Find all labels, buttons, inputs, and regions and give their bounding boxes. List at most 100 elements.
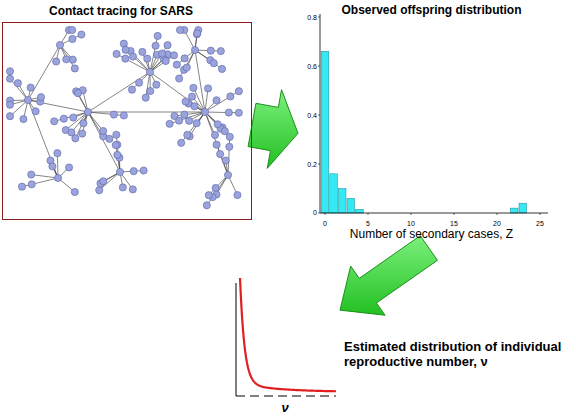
case-dot bbox=[222, 157, 229, 164]
case-dot bbox=[65, 164, 72, 171]
tick-label: 5 bbox=[366, 220, 370, 227]
case-dot bbox=[119, 184, 126, 191]
tick-label: 20 bbox=[493, 220, 501, 227]
case-dot bbox=[144, 55, 151, 62]
case-dot bbox=[146, 68, 153, 75]
case-dot bbox=[51, 118, 58, 125]
tick-label: 0.6 bbox=[307, 63, 317, 70]
case-dot bbox=[140, 167, 147, 174]
contact-link bbox=[99, 172, 120, 190]
block-arrow bbox=[340, 236, 437, 316]
case-dot bbox=[69, 35, 76, 42]
case-dot bbox=[204, 85, 211, 92]
case-dot bbox=[18, 183, 25, 190]
case-dot bbox=[71, 65, 78, 72]
contact-link bbox=[28, 100, 58, 178]
case-dot bbox=[69, 56, 76, 63]
case-dot bbox=[129, 186, 136, 193]
case-dot bbox=[178, 139, 185, 146]
case-dot bbox=[6, 68, 13, 75]
case-dot bbox=[207, 47, 214, 54]
case-dot bbox=[201, 108, 208, 115]
case-dot bbox=[193, 31, 200, 38]
panel-heading: Observed offspring distribution bbox=[298, 4, 565, 18]
case-dot bbox=[96, 187, 103, 194]
case-dot bbox=[170, 52, 177, 59]
tick-label: 0 bbox=[323, 220, 327, 227]
case-dot bbox=[210, 60, 217, 67]
axis-title: Number of secondary cases, Z bbox=[298, 228, 565, 242]
case-dot bbox=[122, 46, 129, 53]
case-dot bbox=[84, 108, 91, 115]
case-dot bbox=[183, 64, 190, 71]
case-dot bbox=[53, 58, 60, 65]
tick bbox=[540, 213, 541, 215]
case-dot bbox=[191, 46, 198, 53]
case-dot bbox=[221, 128, 228, 135]
case-dot bbox=[54, 174, 61, 181]
case-dot bbox=[191, 103, 198, 110]
case-dot bbox=[188, 93, 195, 100]
case-dot bbox=[70, 114, 77, 121]
case-dot bbox=[182, 98, 189, 105]
case-dot bbox=[139, 48, 146, 55]
contact-link bbox=[205, 112, 228, 175]
contact-link bbox=[150, 72, 205, 112]
tick-label: 25 bbox=[536, 220, 544, 227]
tick bbox=[318, 66, 320, 67]
case-dot bbox=[158, 50, 165, 57]
case-dot bbox=[112, 141, 119, 148]
case-dot bbox=[217, 150, 224, 157]
case-dot bbox=[225, 109, 232, 116]
histogram-bar bbox=[347, 198, 355, 213]
case-dot bbox=[213, 97, 220, 104]
case-dot bbox=[79, 130, 86, 137]
case-dot bbox=[211, 131, 218, 138]
chart-panel: Observed offspring distributionNumber of… bbox=[298, 4, 565, 248]
case-dot bbox=[28, 171, 35, 178]
case-dot bbox=[6, 113, 13, 120]
case-dot bbox=[114, 151, 121, 158]
case-dot bbox=[176, 26, 183, 33]
case-dot bbox=[71, 188, 78, 195]
case-dot bbox=[24, 96, 31, 103]
case-dot bbox=[193, 120, 200, 127]
network-panel: Contact tracing for SARS bbox=[2, 22, 252, 220]
case-dot bbox=[100, 127, 107, 134]
contact-link bbox=[28, 45, 60, 100]
case-dot bbox=[217, 47, 224, 54]
histogram-bar bbox=[338, 189, 346, 214]
case-dot bbox=[32, 108, 39, 115]
tick bbox=[368, 213, 369, 215]
tick bbox=[411, 213, 412, 215]
case-dot bbox=[56, 41, 63, 48]
case-dot bbox=[100, 178, 107, 185]
case-dot bbox=[212, 184, 219, 191]
case-dot bbox=[184, 131, 191, 138]
case-dot bbox=[224, 171, 231, 178]
axis-symbol: ν bbox=[281, 401, 288, 414]
case-dot bbox=[181, 55, 188, 62]
case-dot bbox=[106, 135, 113, 142]
panel-heading: Contact tracing for SARS bbox=[49, 5, 193, 19]
density-curve bbox=[240, 278, 336, 391]
case-dot bbox=[20, 115, 27, 122]
case-dot bbox=[154, 32, 161, 39]
contact-link bbox=[88, 72, 150, 112]
case-dot bbox=[116, 168, 123, 175]
case-dot bbox=[6, 75, 13, 82]
tick-label: 15 bbox=[450, 220, 458, 227]
case-dot bbox=[78, 31, 85, 38]
case-dot bbox=[234, 191, 241, 198]
case-dot bbox=[74, 90, 81, 97]
tick bbox=[318, 213, 320, 214]
case-dot bbox=[152, 42, 159, 49]
tick-label: 10 bbox=[407, 220, 415, 227]
case-dot bbox=[147, 87, 154, 94]
contact-link bbox=[88, 112, 120, 172]
case-dot bbox=[162, 57, 169, 64]
estimate-panel: Estimated distribution of individual rep… bbox=[228, 280, 340, 417]
tick-label: 0.8 bbox=[307, 14, 317, 21]
